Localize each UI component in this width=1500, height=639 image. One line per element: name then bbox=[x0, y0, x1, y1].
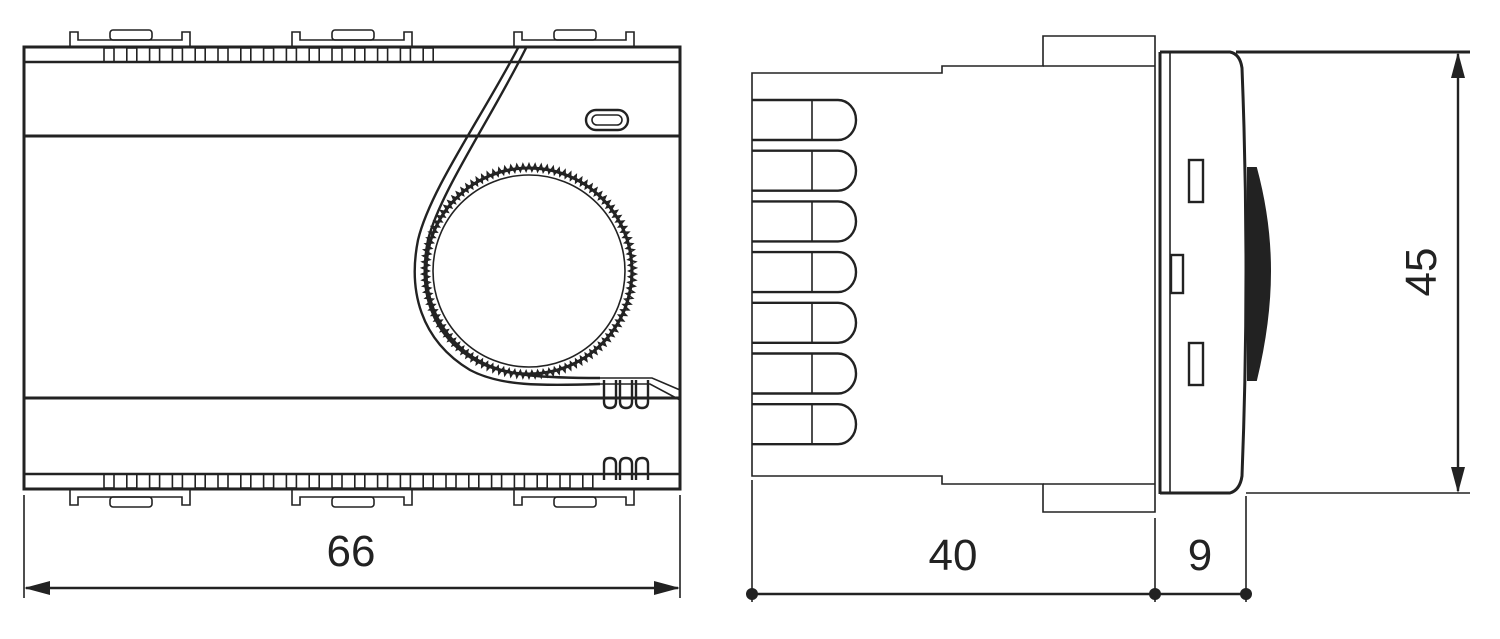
rotary-knob-inner-ring bbox=[432, 174, 626, 368]
width-arrow-right bbox=[654, 581, 680, 595]
width-dimension-label: 66 bbox=[327, 527, 376, 576]
led-indicator-inner bbox=[591, 114, 623, 126]
vent-slot bbox=[422, 47, 435, 63]
vent-slot bbox=[308, 47, 321, 63]
vent-slot bbox=[126, 473, 138, 489]
vent-slot bbox=[262, 47, 275, 63]
side-cover-outline bbox=[1160, 50, 1248, 495]
side-view: 45 40 9 bbox=[746, 35, 1470, 602]
front-view: 66 bbox=[22, 29, 682, 598]
vent-slot bbox=[581, 473, 594, 489]
terminal-screw bbox=[752, 352, 858, 395]
vent-slot bbox=[217, 47, 229, 63]
terminal-screw bbox=[752, 301, 858, 344]
vent-slot bbox=[559, 473, 571, 489]
vent-slot bbox=[103, 473, 115, 489]
terminal-screw bbox=[752, 200, 858, 243]
terminal-screw bbox=[752, 250, 858, 294]
front-bottom-vent-slots bbox=[103, 473, 594, 489]
front-bottom-clips bbox=[69, 489, 635, 508]
front-top-vent-slots bbox=[103, 47, 435, 63]
side-knob-profile[interactable] bbox=[1247, 167, 1272, 381]
vent-slot bbox=[285, 47, 298, 63]
vent-slot bbox=[422, 473, 435, 489]
vent-slot bbox=[376, 473, 389, 489]
vent-slot bbox=[285, 473, 298, 489]
vent-slot bbox=[490, 473, 503, 489]
vent-slot bbox=[331, 47, 343, 63]
vent-slot bbox=[308, 473, 321, 489]
vent-slot bbox=[148, 47, 161, 63]
front-vent-fins-lower bbox=[602, 456, 650, 480]
vent-slot bbox=[240, 473, 252, 489]
terminal-screw bbox=[752, 403, 858, 446]
front-body-outline bbox=[22, 45, 682, 491]
vent-slot bbox=[399, 47, 412, 63]
vent-slot bbox=[467, 473, 480, 489]
front-top-clips bbox=[69, 29, 635, 47]
vent-slot bbox=[445, 473, 457, 489]
side-terminal-blocks bbox=[752, 98, 858, 446]
depth-body-label: 40 bbox=[929, 531, 978, 580]
front-vent-fins-upper bbox=[602, 380, 650, 410]
vent-slot bbox=[240, 47, 252, 63]
depth-dot-left bbox=[746, 588, 758, 600]
led-indicator bbox=[584, 108, 630, 132]
height-arrow-bottom bbox=[1451, 467, 1465, 493]
width-arrow-left bbox=[24, 581, 50, 595]
depth-cover-label: 9 bbox=[1188, 531, 1212, 580]
side-body-outline bbox=[751, 35, 1156, 513]
vent-slot bbox=[171, 473, 184, 489]
vent-slot bbox=[194, 47, 206, 63]
terminal-screw bbox=[752, 149, 858, 192]
vent-slot bbox=[331, 473, 343, 489]
cover-edge-curve bbox=[413, 47, 601, 387]
vent-slot bbox=[399, 473, 412, 489]
vent-slot bbox=[353, 47, 366, 63]
rotary-knob[interactable] bbox=[424, 166, 634, 376]
depth-dot-mid bbox=[1149, 588, 1161, 600]
height-dimension-label: 45 bbox=[1397, 248, 1446, 297]
vent-slot bbox=[148, 473, 161, 489]
vent-slot bbox=[376, 47, 389, 63]
knob-teeth-outline bbox=[419, 161, 639, 381]
cover-latch-bottom bbox=[1187, 341, 1205, 387]
cover-latch-mid bbox=[1169, 253, 1185, 295]
vent-slot bbox=[171, 47, 184, 63]
vent-slot bbox=[103, 47, 115, 63]
vent-slot bbox=[353, 473, 366, 489]
rotary-knob-teeth bbox=[419, 161, 639, 381]
vent-slot bbox=[262, 473, 275, 489]
depth-dot-right bbox=[1240, 588, 1252, 600]
vent-slot bbox=[536, 473, 549, 489]
cover-latch-top bbox=[1187, 158, 1205, 204]
cover-edge-curve-inner bbox=[423, 47, 601, 380]
vent-slot bbox=[217, 473, 229, 489]
vent-slot bbox=[513, 473, 526, 489]
height-arrow-top bbox=[1451, 52, 1465, 78]
vent-slot bbox=[126, 47, 138, 63]
vent-slot bbox=[194, 473, 206, 489]
terminal-screw bbox=[752, 98, 858, 142]
